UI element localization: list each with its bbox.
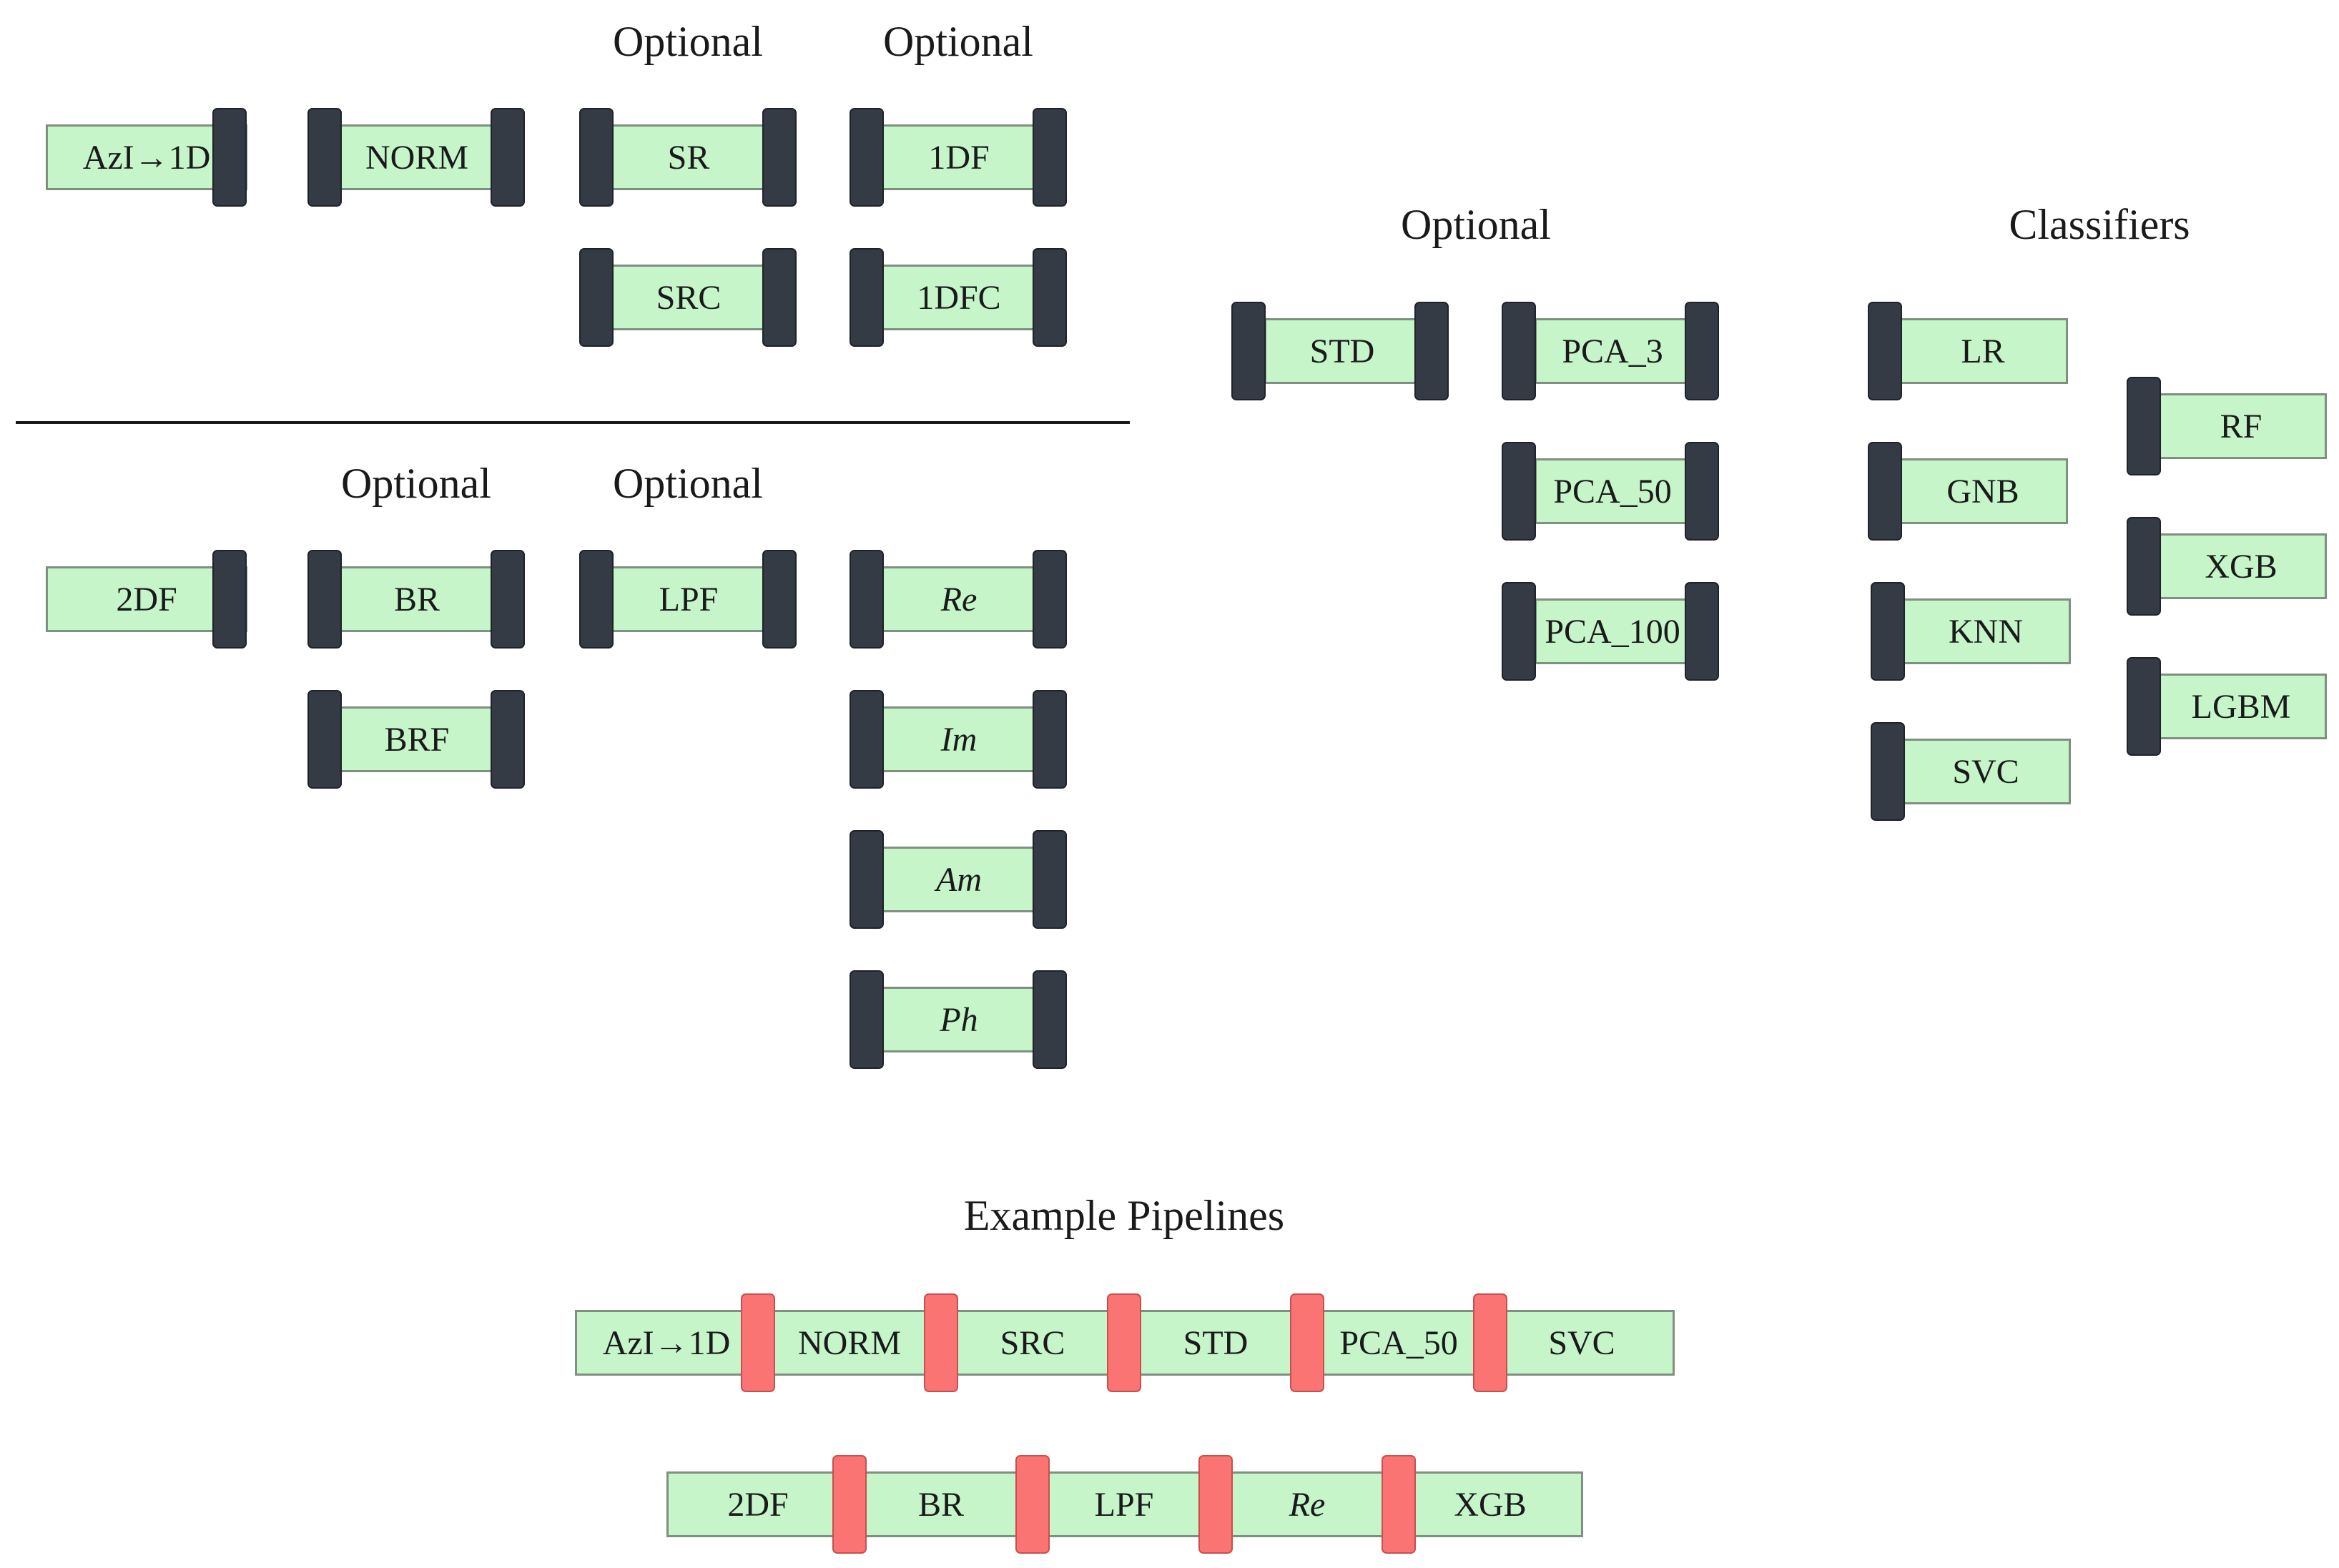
block-lr: LR bbox=[1898, 318, 2068, 384]
connector-right bbox=[1685, 442, 1719, 541]
pipeline-connector bbox=[1290, 1293, 1324, 1392]
header-optional-lpf: Optional bbox=[613, 460, 763, 507]
header-optional-sr: Optional bbox=[613, 18, 763, 65]
pipeline-1-step: NORM bbox=[797, 1323, 902, 1362]
block-norm: NORM bbox=[339, 124, 495, 190]
connector-right bbox=[1685, 582, 1719, 681]
block-brf: BRF bbox=[339, 706, 495, 772]
connector-left bbox=[1868, 442, 1902, 541]
connector-right bbox=[762, 108, 797, 207]
block-1dfc: 1DFC bbox=[881, 265, 1037, 330]
connector-left bbox=[1871, 722, 1905, 821]
connector-right bbox=[762, 248, 797, 347]
connector-right bbox=[212, 550, 247, 649]
pipeline-connector bbox=[1382, 1455, 1416, 1554]
connector-right bbox=[1685, 302, 1719, 400]
pipeline-connector bbox=[924, 1293, 958, 1392]
connector-left bbox=[1871, 582, 1905, 681]
connector-left bbox=[850, 970, 884, 1069]
section-divider bbox=[16, 421, 1130, 424]
block-pca-50: PCA_50 bbox=[1535, 458, 1690, 524]
block-im: Im bbox=[881, 706, 1037, 772]
block-src: SRC bbox=[611, 265, 767, 330]
block-1df: 1DF bbox=[881, 124, 1037, 190]
connector-right bbox=[1033, 830, 1067, 929]
connector-right bbox=[212, 108, 247, 207]
pipeline-connector bbox=[1015, 1455, 1050, 1554]
pipeline-connector bbox=[832, 1455, 867, 1554]
block-am: Am bbox=[881, 847, 1037, 912]
connector-left bbox=[850, 550, 884, 649]
connector-right bbox=[1414, 302, 1449, 400]
connector-right bbox=[1033, 108, 1067, 207]
block-lpf: LPF bbox=[611, 566, 767, 632]
pipeline-1-step: SRC bbox=[1000, 1323, 1065, 1362]
header-classifiers: Classifiers bbox=[2009, 201, 2190, 248]
pipeline-1-step: STD bbox=[1183, 1323, 1249, 1362]
connector-right bbox=[1033, 550, 1067, 649]
connector-left bbox=[850, 248, 884, 347]
block-br: BR bbox=[339, 566, 495, 632]
pipeline-connector bbox=[1198, 1455, 1233, 1554]
pipeline-1-step: AzI→1D bbox=[602, 1323, 731, 1362]
connector-left bbox=[2127, 657, 2161, 756]
connector-right bbox=[1033, 690, 1067, 789]
block-re: Re bbox=[881, 566, 1037, 632]
connector-left bbox=[1868, 302, 1902, 400]
pipeline-1-step: SVC bbox=[1548, 1323, 1615, 1362]
connector-left bbox=[579, 108, 614, 207]
connector-left bbox=[1502, 302, 1536, 400]
block-lgbm: LGBM bbox=[2155, 674, 2327, 739]
pipeline-2-step: 2DF bbox=[727, 1485, 789, 1524]
connector-left bbox=[307, 108, 342, 207]
pipeline-2-bar bbox=[666, 1471, 1583, 1537]
pipeline-connector bbox=[1107, 1293, 1141, 1392]
connector-right bbox=[1033, 248, 1067, 347]
block-pca-100: PCA_100 bbox=[1535, 598, 1690, 664]
connector-left bbox=[1502, 442, 1536, 541]
connector-right bbox=[491, 690, 525, 789]
pipeline-2-step: BR bbox=[917, 1485, 965, 1524]
connector-right bbox=[762, 550, 797, 649]
pipeline-connector bbox=[1473, 1293, 1507, 1392]
connector-left bbox=[2127, 517, 2161, 616]
pipeline-1-step: PCA_50 bbox=[1339, 1323, 1458, 1362]
connector-left bbox=[850, 690, 884, 789]
block-sr: SR bbox=[611, 124, 767, 190]
header-optional-pca: Optional bbox=[1401, 201, 1551, 248]
connector-left bbox=[2127, 377, 2161, 475]
connector-left bbox=[1502, 582, 1536, 681]
block-pca-3: PCA_3 bbox=[1535, 318, 1690, 384]
block-std: STD bbox=[1264, 318, 1420, 384]
connector-left bbox=[1231, 302, 1266, 400]
header-example-pipelines: Example Pipelines bbox=[963, 1192, 1285, 1239]
connector-right bbox=[491, 550, 525, 649]
connector-left bbox=[850, 108, 884, 207]
header-optional-br: Optional bbox=[341, 460, 491, 507]
block-svc: SVC bbox=[1901, 739, 2071, 804]
block-xgb: XGB bbox=[2155, 533, 2327, 599]
connector-left bbox=[579, 550, 614, 649]
pipeline-2-step: XGB bbox=[1454, 1485, 1527, 1524]
pipeline-2-step: LPF bbox=[1094, 1485, 1154, 1524]
connector-left bbox=[307, 550, 342, 649]
pipeline-2-step: Re bbox=[1289, 1485, 1326, 1524]
connector-left bbox=[307, 690, 342, 789]
connector-left bbox=[579, 248, 614, 347]
block-knn: KNN bbox=[1901, 598, 2071, 664]
connector-right bbox=[1033, 970, 1067, 1069]
pipeline-connector bbox=[741, 1293, 775, 1392]
connector-right bbox=[491, 108, 525, 207]
block-gnb: GNB bbox=[1898, 458, 2068, 524]
connector-left bbox=[850, 830, 884, 929]
header-optional-1df: Optional bbox=[883, 18, 1033, 65]
block-ph: Ph bbox=[881, 987, 1037, 1052]
block-rf: RF bbox=[2155, 393, 2327, 459]
